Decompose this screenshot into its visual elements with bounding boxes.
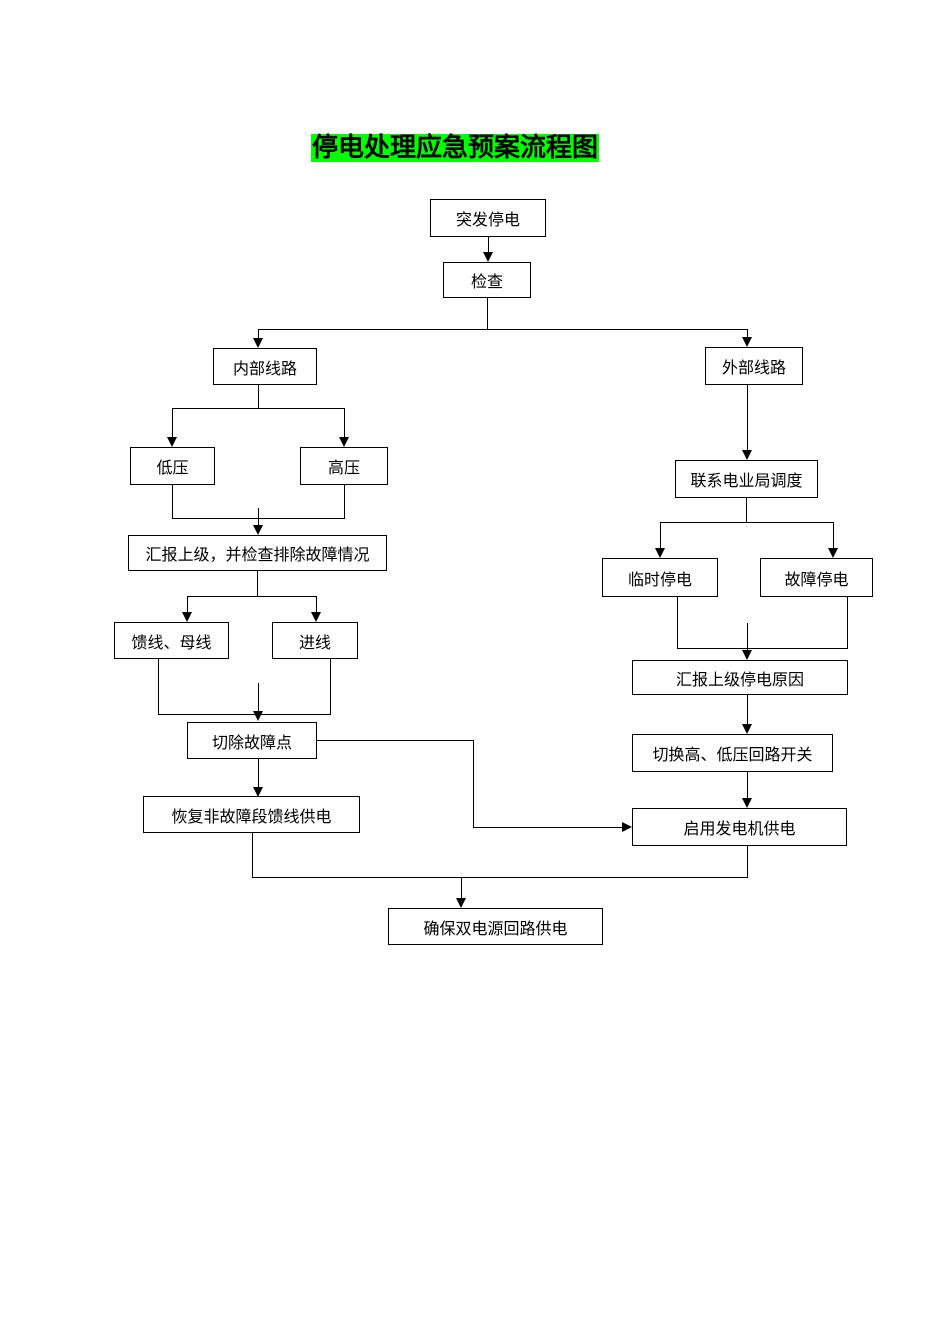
- flow-node-ensure-dual-supply: 确保双电源回路供电: [388, 908, 603, 945]
- flow-connector: [317, 740, 473, 741]
- flow-connector: [344, 485, 345, 518]
- flow-node-low-voltage: 低压: [130, 447, 215, 485]
- flow-node-inspect: 检查: [443, 262, 531, 298]
- flow-connector: [747, 772, 748, 800]
- page-title: 停电处理应急预案流程图: [311, 133, 600, 162]
- arrowhead-down: [742, 798, 752, 808]
- arrowhead-down: [167, 437, 177, 447]
- flow-connector: [488, 237, 489, 254]
- flow-connector: [461, 877, 462, 900]
- flow-node-feeder-busbar: 馈线、母线: [114, 622, 229, 659]
- flow-connector: [258, 385, 259, 408]
- flow-node-cut-fault-point: 切除故障点: [187, 722, 317, 759]
- arrowhead-down: [456, 898, 466, 908]
- flow-node-internal-line: 内部线路: [213, 348, 317, 385]
- arrowhead-down: [182, 612, 192, 622]
- flow-node-high-voltage: 高压: [300, 447, 388, 485]
- flow-connector: [833, 522, 834, 550]
- flow-connector: [316, 596, 317, 614]
- flow-node-report-and-check: 汇报上级，并检查排除故障情况: [128, 535, 387, 571]
- arrowhead-down: [655, 548, 665, 558]
- arrowhead-down: [742, 724, 752, 734]
- flow-connector: [258, 329, 259, 340]
- flow-node-fault-outage: 故障停电: [760, 558, 873, 597]
- flow-node-restore-feeder-supply: 恢复非故障段馈线供电: [143, 796, 360, 833]
- flow-node-contact-power-bureau: 联系电业局调度: [675, 460, 818, 498]
- flow-connector: [660, 522, 661, 550]
- flow-node-start-generator: 启用发电机供电: [632, 808, 847, 846]
- arrowhead-down: [339, 437, 349, 447]
- flow-node-temporary-outage: 临时停电: [602, 558, 718, 597]
- flow-connector: [258, 683, 259, 713]
- flow-connector: [487, 298, 488, 329]
- flow-node-sudden-outage: 突发停电: [430, 199, 546, 237]
- arrowhead-down: [742, 650, 752, 660]
- flow-connector: [158, 714, 331, 715]
- flow-connector: [257, 571, 258, 596]
- flow-connector: [252, 877, 748, 878]
- flow-connector: [187, 596, 316, 597]
- arrowhead-down: [742, 337, 752, 347]
- flow-node-switch-circuit-breakers: 切换高、低压回路开关: [632, 734, 833, 772]
- flow-connector: [677, 648, 848, 649]
- flow-connector: [747, 329, 748, 339]
- flow-connector: [258, 508, 259, 527]
- arrowhead-down: [253, 338, 263, 348]
- arrowhead-down: [742, 450, 752, 460]
- flow-connector: [747, 623, 748, 652]
- flow-connector: [158, 659, 159, 715]
- flow-connector: [747, 846, 748, 877]
- flow-connector: [473, 827, 624, 828]
- flow-connector: [172, 408, 345, 409]
- flow-connector: [252, 833, 253, 877]
- flow-connector: [746, 498, 747, 522]
- flow-connector: [473, 740, 474, 827]
- flow-connector: [747, 695, 748, 726]
- arrowhead-down: [253, 787, 263, 797]
- flow-connector: [258, 329, 747, 330]
- arrowhead-down: [253, 711, 263, 721]
- flow-connector: [660, 522, 833, 523]
- flow-node-report-outage-cause: 汇报上级停电原因: [632, 660, 848, 695]
- flow-connector: [330, 659, 331, 715]
- flow-connector: [258, 759, 259, 789]
- flow-node-external-line: 外部线路: [705, 347, 803, 385]
- flow-connector: [677, 597, 678, 648]
- flow-connector: [747, 385, 748, 452]
- arrowhead-down: [483, 252, 493, 262]
- flow-connector: [172, 408, 173, 439]
- arrowhead-down: [311, 612, 321, 622]
- flow-connector: [847, 597, 848, 648]
- arrowhead-right: [622, 822, 632, 832]
- flow-connector: [172, 485, 173, 518]
- flow-connector: [344, 408, 345, 439]
- flow-node-incoming-line: 进线: [272, 622, 358, 659]
- flow-connector: [187, 596, 188, 614]
- arrowhead-down: [253, 525, 263, 535]
- arrowhead-down: [828, 548, 838, 558]
